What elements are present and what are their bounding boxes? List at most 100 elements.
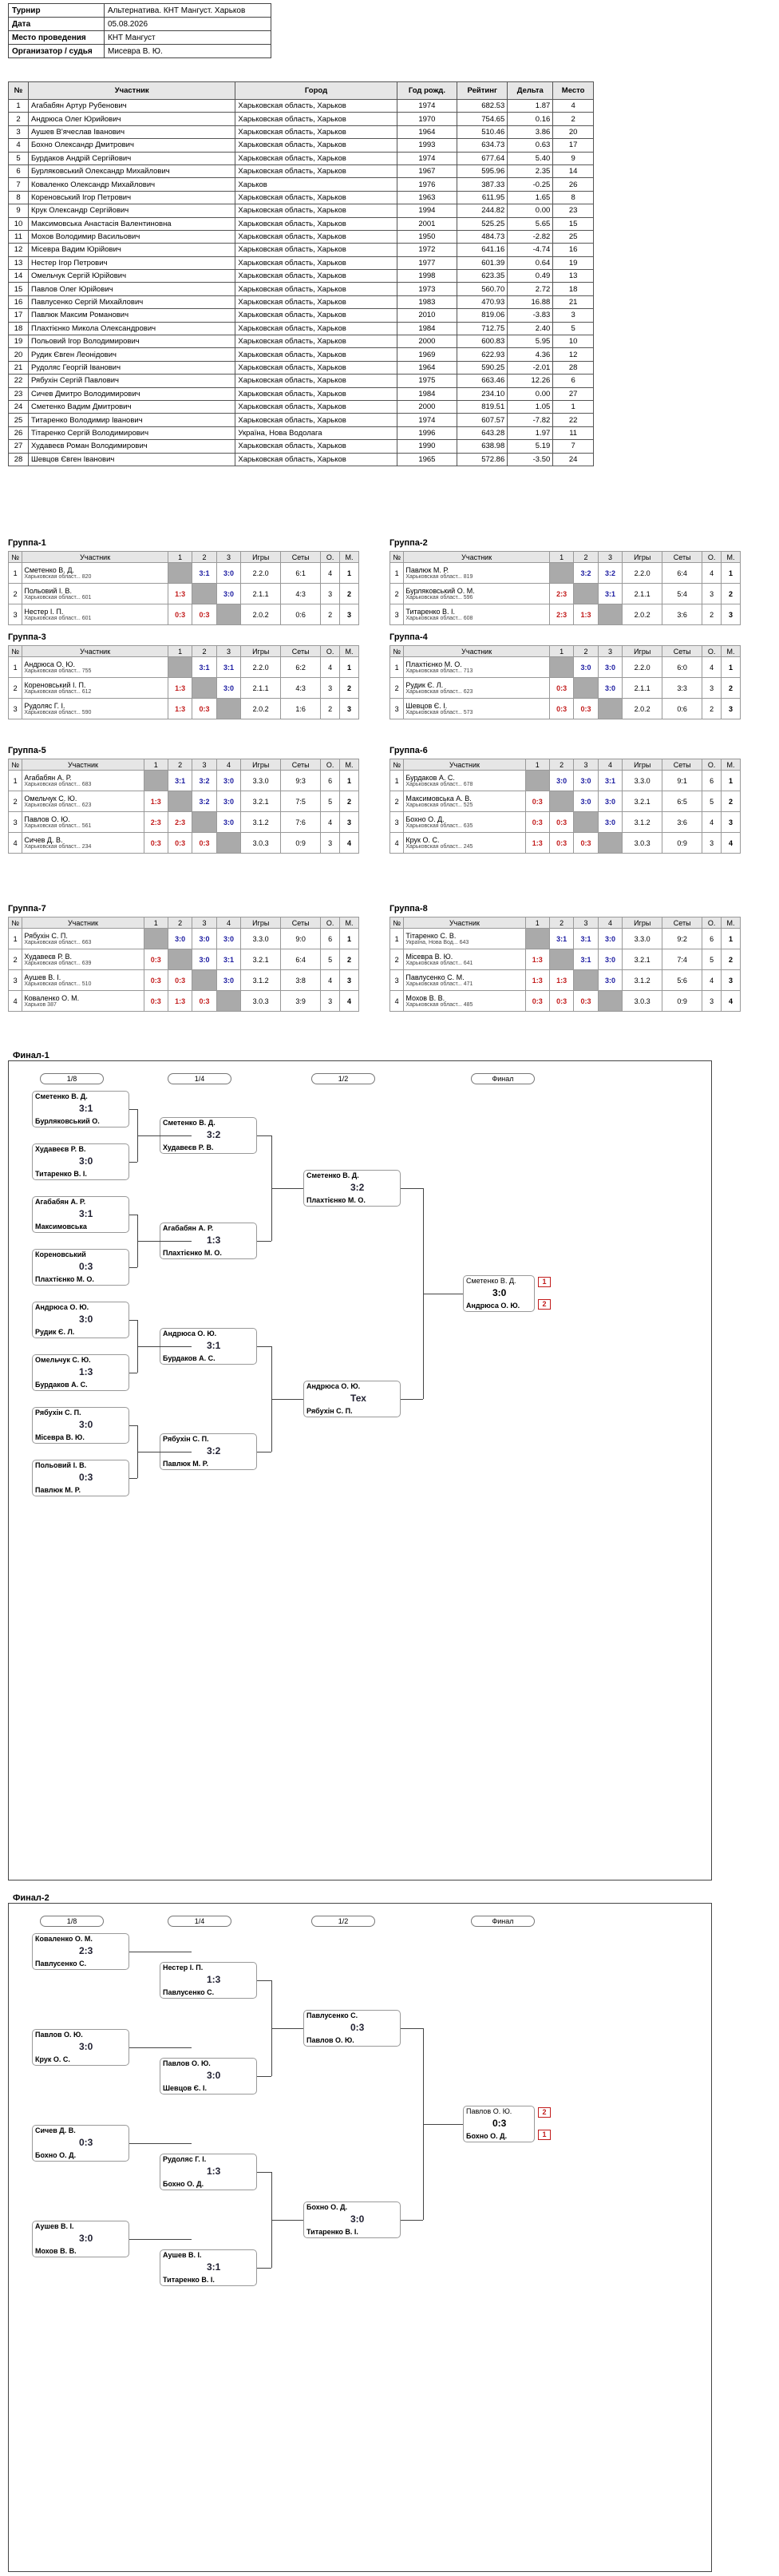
group-stat: 4 [702, 969, 722, 991]
match-score: 3:0 [580, 776, 591, 785]
group-score-cell: 3:0 [597, 949, 623, 970]
match-score: 3:0 [604, 934, 615, 943]
group-stat: 3 [702, 677, 722, 699]
group-place: 3 [339, 604, 359, 625]
match-score: 3:2 [199, 776, 210, 785]
match-score: 2:3 [150, 818, 161, 826]
player-name: Місевра В. Ю. [405, 952, 453, 961]
player-b: Бурляковський О. [35, 1117, 100, 1125]
participant-cell: Титаренко Володимир Іванович [27, 413, 236, 427]
player-b: Павлюк М. Р. [163, 1460, 208, 1468]
match-score: 1:3 [175, 704, 186, 713]
group-header: Участник [22, 551, 168, 563]
participant-cell: 23 [552, 204, 594, 218]
player-b: Максимовська [35, 1223, 87, 1231]
group-place: 3 [721, 969, 741, 991]
group-stat: 9:2 [662, 928, 703, 949]
player-region: Харьковская област... 639 [24, 960, 92, 966]
match-score: 3:0 [223, 818, 234, 826]
player-a: Аушев В. І. [163, 2251, 202, 2259]
group-stat: 7:6 [280, 811, 322, 833]
player-name: Павлов О. Ю. [24, 814, 70, 823]
info-label: Место проведения [8, 30, 105, 45]
participant-cell: 1965 [396, 452, 458, 466]
participant-cell: 525.25 [457, 216, 508, 231]
participant-cell: Харьковская область, Харьков [235, 386, 397, 401]
participant-cell: 1983 [396, 295, 458, 310]
group-score-cell: 3:0 [573, 791, 599, 812]
player-region: Харьковская област... 755 [24, 668, 92, 674]
group-header: 3 [216, 645, 242, 657]
player-region: Харьковская област... 525 [405, 802, 473, 808]
group-stat: 7:5 [280, 791, 322, 812]
group-row-number: 2 [7, 791, 23, 812]
participant-cell: 11 [8, 229, 29, 244]
participant-cell: 13 [552, 269, 594, 283]
participant-cell: 1969 [396, 347, 458, 362]
round-header: 1/4 [168, 1916, 231, 1927]
bracket-line [129, 1320, 137, 1321]
player-b: Місевра В. Ю. [35, 1433, 85, 1441]
participant-cell: 6 [8, 164, 29, 179]
info-label: Турнир [8, 3, 105, 18]
participant-cell: 2.72 [507, 282, 554, 296]
player-a: Сметенко В. Д. [35, 1092, 88, 1100]
group-header: М. [721, 917, 741, 929]
participant-cell: 7 [552, 439, 594, 454]
match-score: 0:3 [350, 2022, 365, 2033]
player-a: Коваленко О. М. [35, 1935, 93, 1943]
match-score: 1:3 [175, 589, 186, 598]
bracket-line [129, 1162, 137, 1163]
group-score-cell [216, 990, 242, 1012]
group-score-cell [167, 949, 193, 970]
match-score: 3:1 [175, 776, 186, 785]
participant-cell: 0.63 [507, 138, 554, 153]
participant-cell: 12 [552, 347, 594, 362]
participant-cell: 595.96 [457, 164, 508, 179]
group-score-cell: 3:1 [597, 770, 623, 791]
group-header: 2 [192, 645, 217, 657]
group-stat: 3.2.1 [622, 791, 663, 812]
match-score: 0:3 [79, 1472, 93, 1483]
group-place: 2 [721, 791, 741, 812]
group-header: 3 [597, 551, 623, 563]
group-score-cell [597, 990, 623, 1012]
group-header: 4 [216, 759, 242, 771]
group-title: Группа-8 [390, 904, 428, 913]
group-stat: 4 [702, 562, 722, 584]
bracket-line [257, 1980, 271, 1981]
bracket-line [129, 1267, 137, 1268]
group-place: 2 [339, 791, 359, 812]
participant-cell: 22 [552, 413, 594, 427]
participant-cell: 8 [552, 190, 594, 205]
group-stat: 3 [320, 990, 341, 1012]
player-name: Бурляковський О. М. [405, 586, 475, 595]
group-header: Участник [403, 759, 526, 771]
match-score: 0:3 [532, 797, 543, 806]
group-score-cell: 0:3 [548, 832, 575, 854]
group-row-number: 2 [389, 583, 405, 604]
participant-cell: -4.74 [507, 243, 554, 257]
group-player: Титаренко В. І.Харьковская област... 608 [403, 604, 550, 625]
final-1-panel [8, 1060, 712, 1880]
group-score-cell: 3:0 [573, 770, 599, 791]
participant-cell: 18 [8, 321, 29, 336]
participant-cell: 387.33 [457, 177, 508, 192]
group-player: Аушев В. І.Харьковская област... 510 [22, 969, 144, 991]
group-stat: 6 [702, 770, 722, 791]
player-b: Рябухін С. П. [306, 1407, 353, 1415]
group-row-number: 1 [7, 656, 23, 678]
